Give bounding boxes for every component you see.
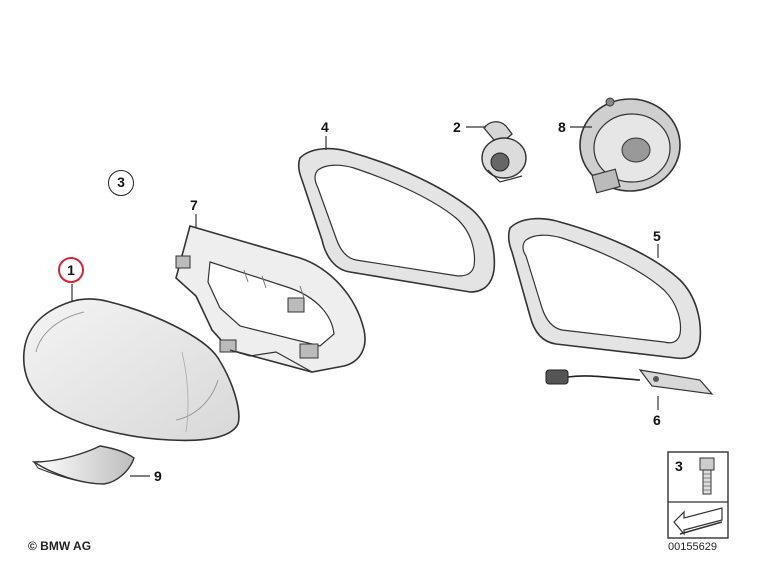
glass-strip-part <box>31 445 135 485</box>
carrier-frame-part <box>175 225 366 373</box>
mirror-frame-ring-part <box>297 147 496 293</box>
mirror-glass-part <box>507 217 702 360</box>
part-2-callout[interactable]: 2 <box>453 119 461 135</box>
heating-element-part <box>545 369 714 395</box>
turn-indicator-part <box>481 121 527 183</box>
part-4-callout[interactable]: 4 <box>321 119 329 135</box>
part-1-callout[interactable]: 1 <box>58 257 84 283</box>
document-number: 00155629 <box>668 541 717 553</box>
copyright-text: © BMW AG <box>28 539 92 553</box>
part-3-circle-callout[interactable]: 3 <box>108 170 134 196</box>
screw-box <box>667 451 729 539</box>
part-5-callout[interactable]: 5 <box>653 228 661 244</box>
part-6-callout[interactable]: 6 <box>653 412 661 428</box>
part-7-callout[interactable]: 7 <box>190 197 198 213</box>
part-8-callout[interactable]: 8 <box>558 119 566 135</box>
leader-lines <box>71 126 659 477</box>
mirror-cap-part <box>22 298 240 442</box>
part-9-callout[interactable]: 9 <box>154 468 162 484</box>
mirror-motor-part <box>579 97 681 194</box>
part-3-box-callout[interactable]: 3 <box>675 458 683 474</box>
